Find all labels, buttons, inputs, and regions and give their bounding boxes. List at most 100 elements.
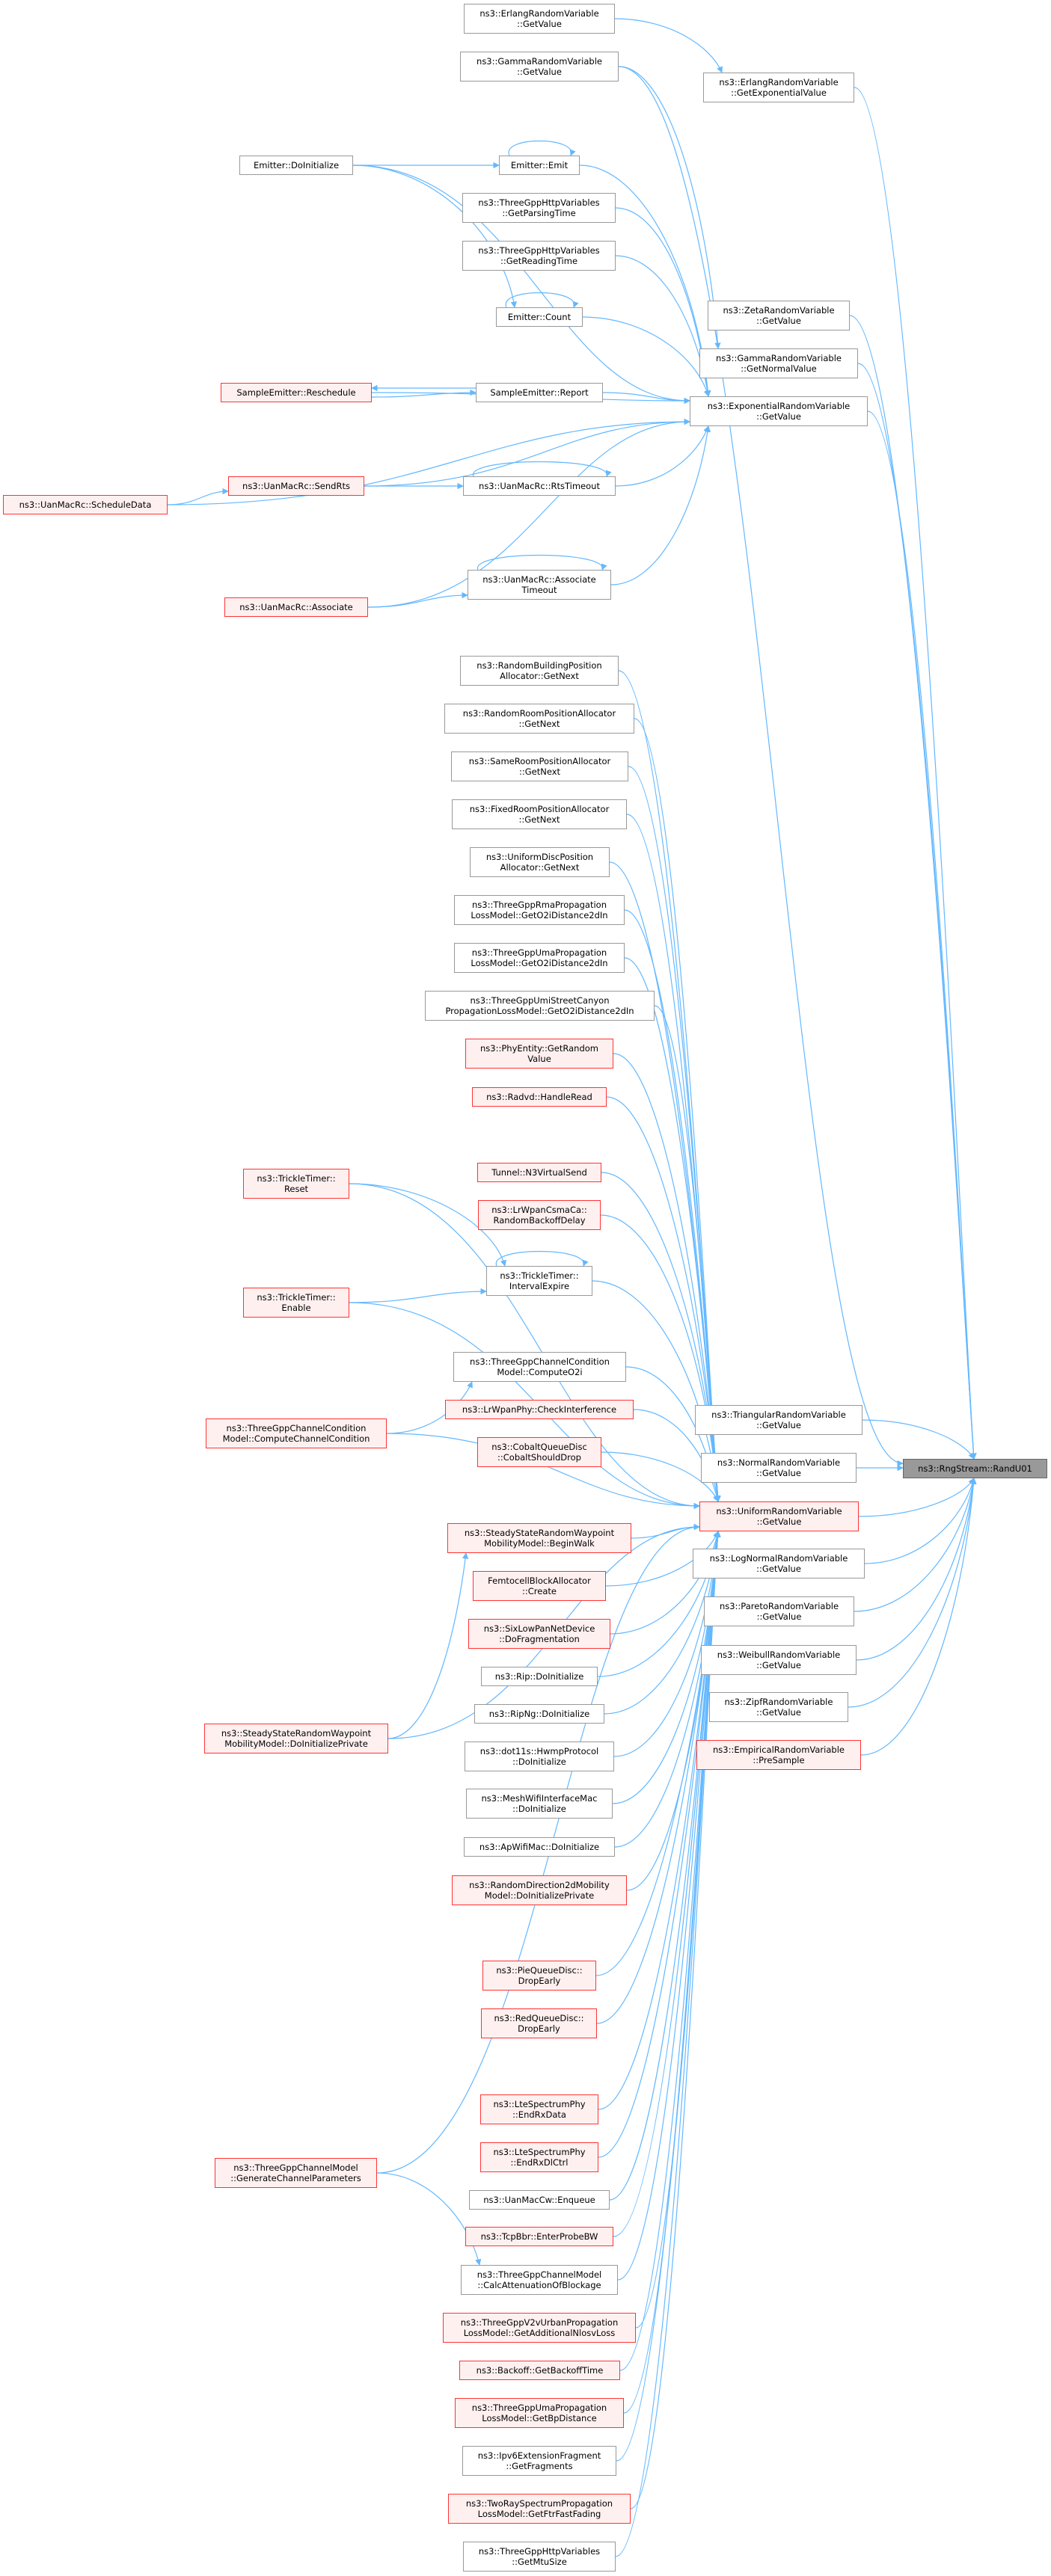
graph-node-steady-doinit[interactable]: ns3::SteadyStateRandomWaypoint MobilityM… bbox=[204, 1724, 388, 1753]
call-edge-emit-doinit-to-exponential bbox=[352, 165, 690, 405]
call-edge-same-room-to-uniform bbox=[628, 766, 721, 1502]
graph-node-compute-o2i[interactable]: ns3::ThreeGppChannelCondition Model::Com… bbox=[453, 1352, 626, 1382]
graph-node-rand-room[interactable]: ns3::RandomRoomPositionAllocator ::GetNe… bbox=[444, 704, 634, 734]
graph-node-zeta[interactable]: ns3::ZetaRandomVariable ::GetValue bbox=[708, 301, 850, 331]
graph-node-femtocell[interactable]: FemtocellBlockAllocator ::Create bbox=[473, 1571, 606, 1601]
graph-node-randdir[interactable]: ns3::RandomDirection2dMobility Model::Do… bbox=[452, 1875, 627, 1905]
graph-node-rma[interactable]: ns3::ThreeGppRmaPropagation LossModel::G… bbox=[454, 895, 625, 925]
graph-node-meshwifi[interactable]: ns3::MeshWifiInterfaceMac ::DoInitialize bbox=[466, 1789, 613, 1819]
graph-node-lognormal[interactable]: ns3::LogNormalRandomVariable ::GetValue bbox=[693, 1549, 865, 1579]
graph-node-fixed-room[interactable]: ns3::FixedRoomPositionAllocator ::GetNex… bbox=[452, 799, 627, 829]
graph-node-endrxdata[interactable]: ns3::LteSpectrumPhy ::EndRxData bbox=[480, 2094, 598, 2124]
call-edge-trickle-reset-to-interval-expire bbox=[349, 1183, 507, 1267]
call-edge-exponential-to-rngstream bbox=[867, 411, 977, 1460]
call-edge-check-interf-to-uniform bbox=[633, 1409, 720, 1502]
graph-node-cobalt[interactable]: ns3::CobaltQueueDisc ::CobaltShouldDrop bbox=[477, 1437, 601, 1467]
graph-node-count[interactable]: Emitter::Count bbox=[496, 307, 583, 327]
call-edge-report-to-exponential bbox=[602, 392, 690, 405]
graph-node-erlang-get[interactable]: ns3::ErlangRandomVariable ::GetValue bbox=[464, 4, 615, 34]
graph-node-umi[interactable]: ns3::ThreeGppUmiStreetCanyon Propagation… bbox=[425, 991, 655, 1021]
graph-node-tcpbbr[interactable]: ns3::TcpBbr::EnterProbeBW bbox=[465, 2227, 613, 2246]
graph-node-rip[interactable]: ns3::Rip::DoInitialize bbox=[481, 1667, 598, 1686]
graph-node-red-q[interactable]: ns3::RedQueueDisc:: DropEarly bbox=[481, 2008, 597, 2038]
graph-node-compute-cc[interactable]: ns3::ThreeGppChannelCondition Model::Com… bbox=[206, 1418, 387, 1448]
call-edge-assoc-timeout-to-assoc-timeout bbox=[477, 554, 607, 571]
graph-node-ipv6frag[interactable]: ns3::Ipv6ExtensionFragment ::GetFragment… bbox=[462, 2446, 616, 2476]
graph-node-reading[interactable]: ns3::ThreeGppHttpVariables ::GetReadingT… bbox=[462, 241, 616, 271]
graph-node-same-room[interactable]: ns3::SameRoomPositionAllocator ::GetNext bbox=[451, 751, 628, 781]
graph-node-tunnel[interactable]: Tunnel::N3VirtualSend bbox=[477, 1163, 601, 1182]
call-edge-rand-room-to-uniform bbox=[634, 718, 721, 1502]
graph-node-report[interactable]: SampleEmitter::Report bbox=[476, 383, 603, 402]
call-edge-scheduledata-to-exponential bbox=[167, 418, 690, 505]
call-edge-zipf-to-rngstream bbox=[848, 1478, 977, 1708]
graph-node-gamma-get[interactable]: ns3::GammaRandomVariable ::GetValue bbox=[460, 52, 619, 82]
graph-node-v2v[interactable]: ns3::ThreeGppV2vUrbanPropagation LossMod… bbox=[443, 2313, 636, 2343]
graph-node-triangular[interactable]: ns3::TriangularRandomVariable ::GetValue bbox=[695, 1405, 862, 1435]
call-edge-compute-cc-to-compute-o2i bbox=[386, 1381, 473, 1434]
call-edge-trickle-reset-to-uniform bbox=[349, 1183, 700, 1510]
call-edge-meshwifi-to-uniform bbox=[612, 1531, 721, 1804]
graph-node-weibull[interactable]: ns3::WeibullRandomVariable ::GetValue bbox=[701, 1645, 857, 1675]
graph-node-pie[interactable]: ns3::PieQueueDisc:: DropEarly bbox=[482, 1961, 596, 1991]
graph-node-calc-atten[interactable]: ns3::ThreeGppChannelModel ::CalcAttenuat… bbox=[461, 2265, 618, 2295]
call-edge-assoc-timeout-to-exponential bbox=[610, 425, 711, 585]
graph-node-sixlowpan[interactable]: ns3::SixLowPanNetDevice ::DoFragmentatio… bbox=[468, 1619, 610, 1649]
graph-node-check-interf[interactable]: ns3::LrWpanPhy::CheckInterference bbox=[445, 1400, 634, 1419]
graph-node-apwifi[interactable]: ns3::ApWifiMac::DoInitialize bbox=[464, 1837, 615, 1857]
call-edge-red-q-to-uniform bbox=[596, 1531, 721, 2024]
graph-node-interval-expire[interactable]: ns3::TrickleTimer:: IntervalExpire bbox=[486, 1266, 592, 1296]
call-edge-emit-emit-to-emit-emit bbox=[508, 141, 576, 156]
graph-node-uanmaccw[interactable]: ns3::UanMacCw::Enqueue bbox=[469, 2190, 610, 2210]
graph-node-scheduledata[interactable]: ns3::UanMacRc::ScheduleData bbox=[3, 495, 168, 514]
graph-node-trickle-enable[interactable]: ns3::TrickleTimer:: Enable bbox=[243, 1288, 349, 1318]
graph-node-gamma-normal[interactable]: ns3::GammaRandomVariable ::GetNormalValu… bbox=[699, 348, 858, 378]
graph-node-uniform[interactable]: ns3::UniformRandomVariable ::GetValue bbox=[699, 1501, 859, 1531]
call-edge-zeta-to-rngstream bbox=[849, 315, 977, 1460]
graph-node-associate[interactable]: ns3::UanMacRc::Associate bbox=[224, 597, 368, 617]
graph-node-assoc-timeout[interactable]: ns3::UanMacRc::Associate Timeout bbox=[468, 570, 611, 600]
graph-node-emit-doinit[interactable]: Emitter::DoInitialize bbox=[239, 156, 353, 175]
graph-node-parsing[interactable]: ns3::ThreeGppHttpVariables ::GetParsingT… bbox=[462, 193, 616, 223]
call-edge-parsing-to-exponential bbox=[615, 207, 711, 397]
call-edge-interval-expire-to-uniform bbox=[592, 1280, 721, 1502]
graph-node-pareto[interactable]: ns3::ParetoRandomVariable ::GetValue bbox=[704, 1596, 854, 1626]
graph-node-zipf[interactable]: ns3::ZipfRandomVariable ::GetValue bbox=[709, 1692, 848, 1722]
graph-node-erlang-exp[interactable]: ns3::ErlangRandomVariable ::GetExponenti… bbox=[703, 73, 854, 102]
graph-node-mtusize[interactable]: ns3::ThreeGppHttpVariables ::GetMtuSize bbox=[463, 2542, 616, 2572]
call-edge-scheduledata-to-sendrts bbox=[167, 488, 229, 505]
call-edge-associate-to-exponential bbox=[367, 418, 690, 608]
call-edge-femtocell-to-uniform bbox=[605, 1531, 720, 1587]
call-edge-compute-cc-to-uniform bbox=[386, 1433, 700, 1510]
call-edge-lrwpan-csma-to-uniform bbox=[600, 1214, 721, 1502]
call-edge-empirical-to-rngstream bbox=[860, 1478, 977, 1756]
graph-node-rand-building[interactable]: ns3::RandomBuildingPosition Allocator::G… bbox=[460, 656, 619, 686]
call-edge-rtstimeout-to-rtstimeout bbox=[473, 461, 612, 477]
call-edge-tcpbbr-to-uniform bbox=[613, 1531, 721, 2237]
graph-node-rtstimeout[interactable]: ns3::UanMacRc::RtsTimeout bbox=[463, 476, 616, 496]
graph-node-uma[interactable]: ns3::ThreeGppUmaPropagation LossModel::G… bbox=[454, 943, 625, 973]
graph-node-gen-channel[interactable]: ns3::ThreeGppChannelModel ::GenerateChan… bbox=[215, 2158, 377, 2188]
graph-node-endrxdlctrl[interactable]: ns3::LteSpectrumPhy ::EndRxDlCtrl bbox=[480, 2142, 598, 2172]
call-edge-tunnel-to-uniform bbox=[601, 1172, 721, 1502]
call-edge-lognormal-to-rngstream bbox=[864, 1478, 976, 1564]
graph-node-empirical[interactable]: ns3::EmpiricalRandomVariable ::PreSample bbox=[696, 1740, 861, 1770]
call-edge-gamma-get-to-gamma-normal bbox=[618, 66, 721, 349]
graph-node-tworay[interactable]: ns3::TwoRaySpectrumPropagation LossModel… bbox=[448, 2494, 631, 2524]
graph-node-phyentity[interactable]: ns3::PhyEntity::GetRandom Value bbox=[465, 1039, 613, 1069]
graph-node-reschedule[interactable]: SampleEmitter::Reschedule bbox=[221, 383, 372, 402]
graph-node-backoff[interactable]: ns3::Backoff::GetBackoffTime bbox=[459, 2361, 620, 2380]
graph-node-begin-walk[interactable]: ns3::SteadyStateRandomWaypoint MobilityM… bbox=[447, 1523, 631, 1553]
graph-node-hwmp[interactable]: ns3::dot11s::HwmpProtocol ::DoInitialize bbox=[465, 1742, 614, 1771]
call-edge-reschedule-to-report bbox=[371, 389, 477, 398]
graph-node-normal[interactable]: ns3::NormalRandomVariable ::GetValue bbox=[701, 1453, 857, 1483]
graph-node-uniform-disc[interactable]: ns3::UniformDiscPosition Allocator::GetN… bbox=[470, 847, 610, 877]
graph-node-lrwpan-csma[interactable]: ns3::LrWpanCsmaCa:: RandomBackoffDelay bbox=[478, 1200, 601, 1230]
graph-node-trickle-reset[interactable]: ns3::TrickleTimer:: Reset bbox=[243, 1169, 349, 1199]
graph-node-emit-emit[interactable]: Emitter::Emit bbox=[499, 156, 580, 175]
graph-node-exponential[interactable]: ns3::ExponentialRandomVariable ::GetValu… bbox=[690, 396, 868, 426]
graph-node-ripng[interactable]: ns3::RipNg::DoInitialize bbox=[474, 1704, 604, 1724]
graph-node-radvd[interactable]: ns3::Radvd::HandleRead bbox=[472, 1087, 607, 1107]
graph-node-uma-bp[interactable]: ns3::ThreeGppUmaPropagation LossModel::G… bbox=[455, 2398, 624, 2428]
graph-node-sendrts[interactable]: ns3::UanMacRc::SendRts bbox=[228, 476, 364, 496]
